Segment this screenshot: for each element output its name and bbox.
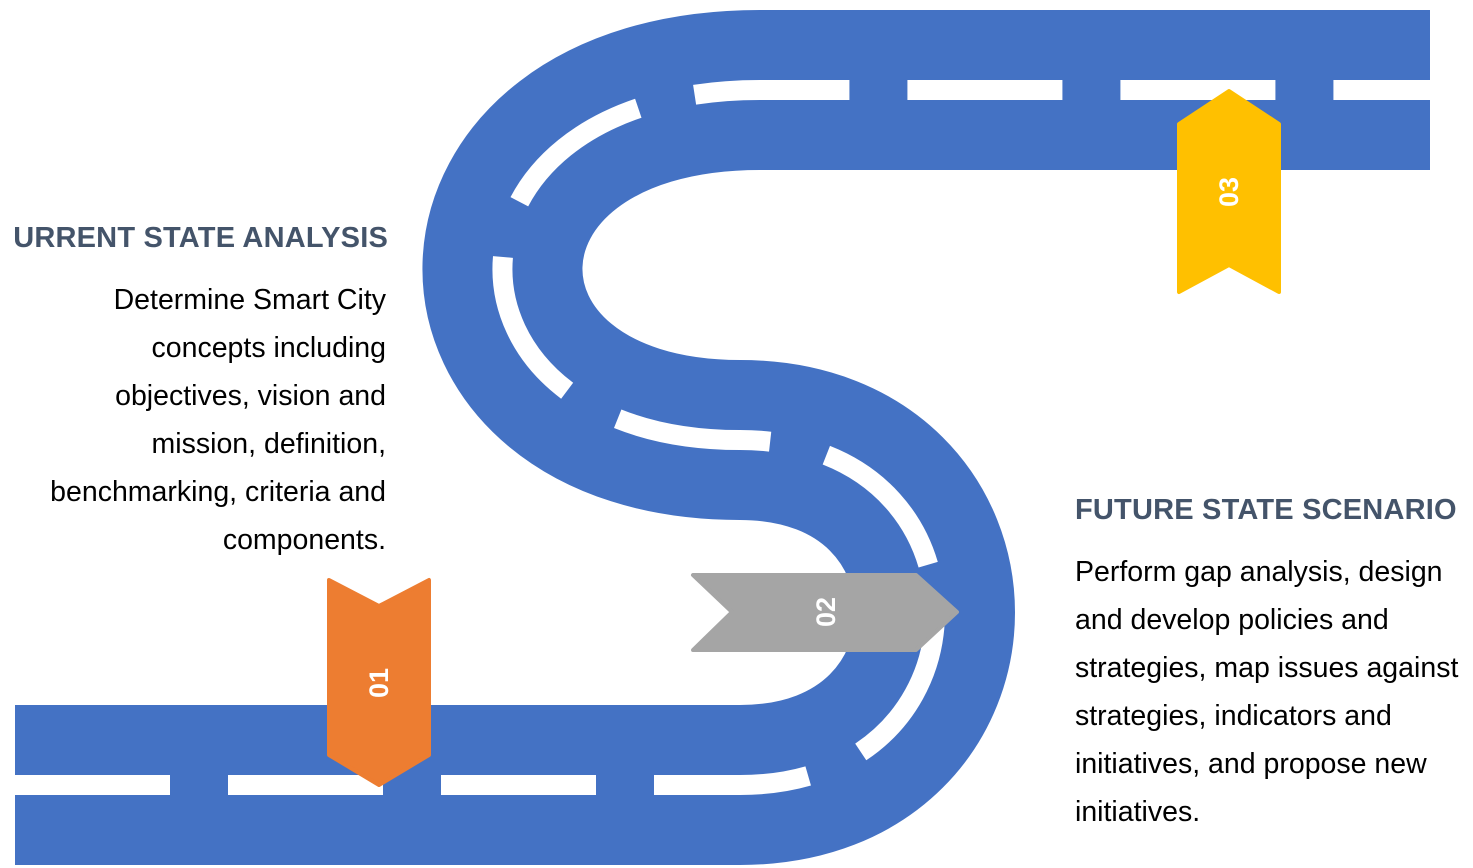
marker-02-shape — [691, 573, 959, 652]
current-state-line: concepts including — [151, 332, 387, 364]
future-state-line: and develop policies and — [1075, 604, 1389, 636]
future-state-heading: FUTURE STATE SCENARIO — [1075, 494, 1457, 526]
current-state-line: benchmarking, criteria and — [50, 476, 386, 508]
marker-01-shape — [327, 578, 431, 787]
future-state-line: initiatives, and propose new — [1075, 748, 1427, 780]
road-center-dashes — [15, 80, 1430, 795]
marker-01-label: 01 — [364, 668, 394, 698]
future-state-line: strategies, indicators and — [1075, 700, 1392, 732]
current-state-line: components. — [222, 524, 386, 556]
future-state-line: strategies, map issues against — [1075, 652, 1459, 684]
current-state-line: mission, definition, — [151, 428, 386, 460]
marker-03-label: 03 — [1214, 177, 1244, 207]
future-state-description: Perform gap analysis, design and develop… — [1075, 548, 1473, 836]
milestone-marker-01: 01 — [327, 578, 431, 787]
future-state-line: Perform gap analysis, design — [1075, 556, 1443, 588]
current-state-line: objectives, vision and — [115, 380, 386, 412]
milestone-marker-02: 02 — [691, 573, 959, 652]
future-state-line: initiatives. — [1075, 796, 1201, 828]
current-state-line: Determine Smart City — [113, 284, 386, 316]
marker-03-shape — [1177, 89, 1281, 294]
marker-02-label: 02 — [811, 597, 841, 627]
milestone-marker-03: 03 — [1177, 89, 1281, 294]
current-state-description: Determine Smart City concepts including … — [0, 276, 386, 564]
current-state-heading: URRENT STATE ANALYSIS — [13, 222, 388, 254]
